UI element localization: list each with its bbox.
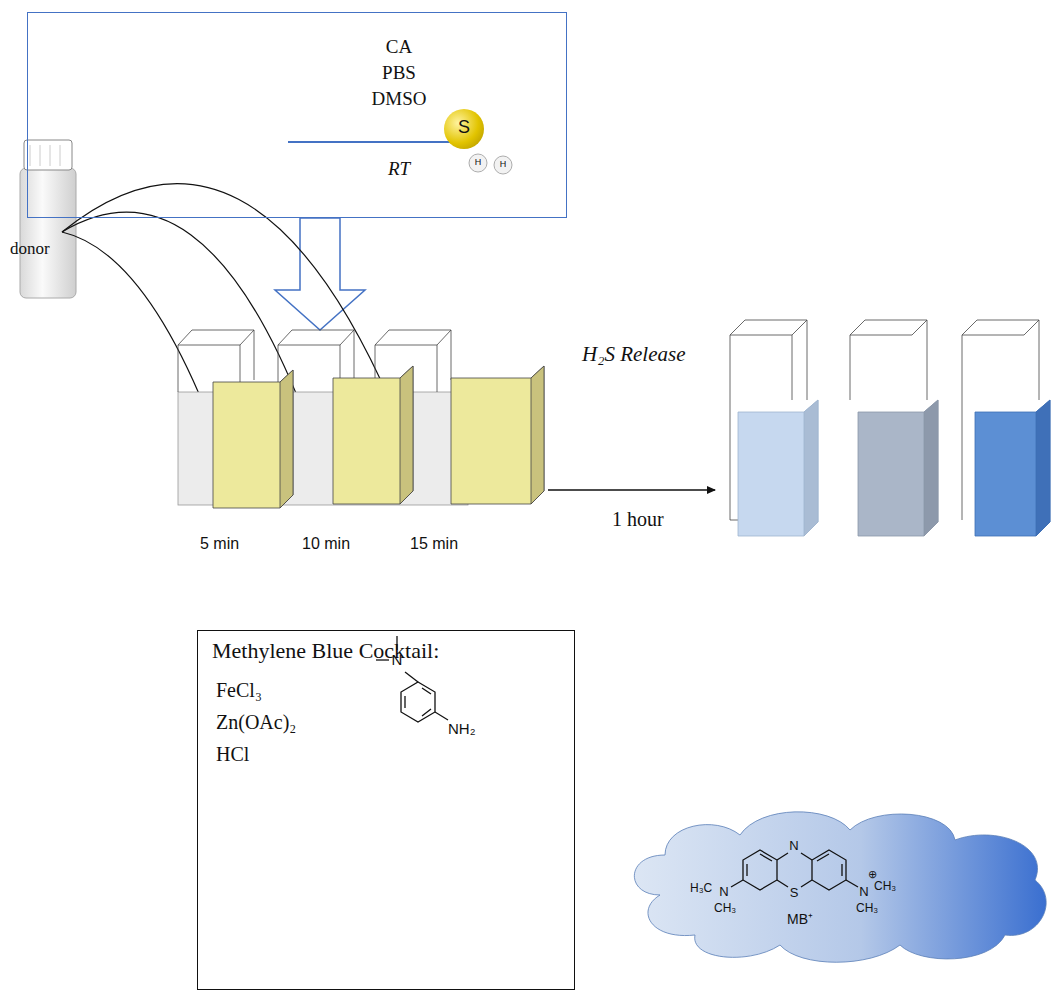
atom-label: NH₂ (448, 721, 476, 738)
cuvettes-blue (730, 320, 1050, 536)
atom-label: CH₃ (714, 902, 736, 915)
atom-label: H₃C (690, 882, 712, 895)
node-text: Zn(OAc)₂ (216, 711, 296, 733)
annotation-label: donor (10, 240, 50, 259)
atom-label: ⊕ (868, 868, 877, 880)
node-text: HCl (216, 743, 249, 765)
cuvettes-yellow (178, 330, 544, 508)
atom-label: H (475, 158, 482, 168)
content-box: CA PBS DMSO RT S (27, 12, 567, 218)
content-box: Methylene Blue Cocktail: FeCl₃ Zn(OAc)₂ HCl (197, 630, 575, 990)
cloud-shape: MB⁺ (620, 800, 1055, 970)
vial (20, 140, 76, 298)
sulfur-atom: S (444, 109, 484, 149)
node-text: DMSO (372, 89, 427, 110)
atom-label: N (719, 885, 728, 899)
annotation-label: 5 min (200, 535, 239, 553)
node-text: MB⁺ (787, 912, 813, 927)
node-text: FeCl₃ (216, 679, 262, 701)
atom-label: H (500, 160, 507, 170)
reaction-arrow (288, 141, 468, 143)
annotation-label: 15 min (410, 535, 458, 553)
atom-label: CH₃ (874, 880, 896, 893)
annotation-label: 10 min (302, 535, 350, 553)
atom-label: N (859, 885, 868, 899)
atom-label: N (789, 839, 798, 853)
node-text: Methylene Blue Cocktail: (212, 639, 439, 663)
atom-label: S (790, 886, 799, 900)
atom-label: CH₃ (856, 902, 878, 915)
node-text: RT (388, 159, 410, 180)
cloud-outline (620, 800, 1055, 970)
node-text: CA (386, 37, 412, 58)
annotation-label: H₂S Release (582, 343, 686, 366)
node-text: S (458, 118, 470, 138)
atom-label: N (392, 652, 403, 669)
node-text: PBS (382, 63, 416, 84)
annotation-label: 1 hour (612, 508, 664, 530)
